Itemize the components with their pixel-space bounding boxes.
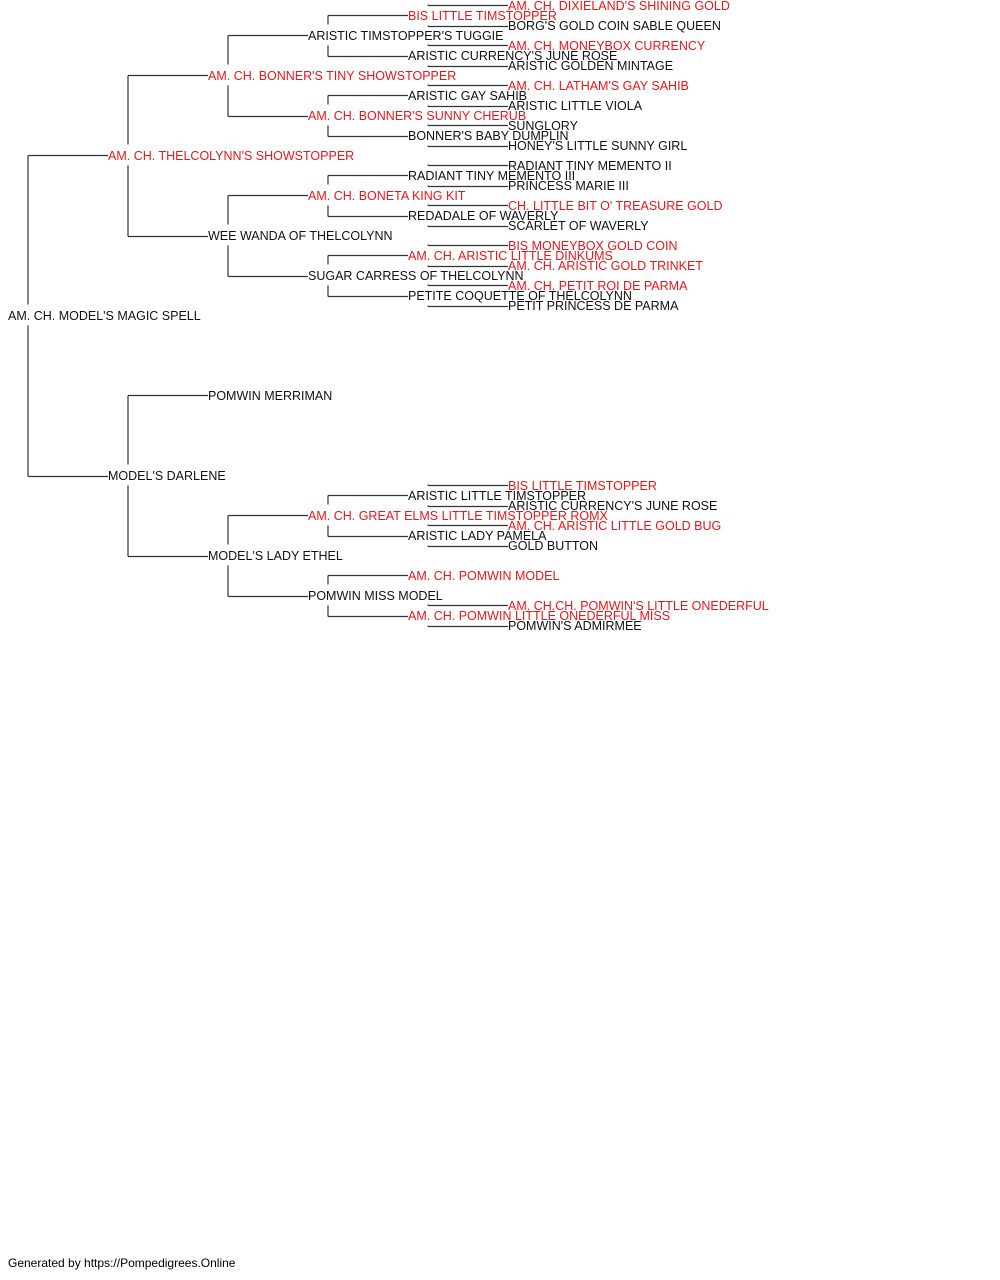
ancestor-sire-sire-sire-sire-dam: BORG'S GOLD COIN SABLE QUEEN	[508, 19, 721, 33]
ancestor-dam-dam-sire-dam: ARISTIC LADY PAMELA	[408, 529, 547, 543]
ancestor-sire-sire-sire-dam-dam: ARISTIC GOLDEN MINTAGE	[508, 59, 673, 73]
ancestor-sire-sire-dam-sire-sire: AM. CH. LATHAM'S GAY SAHIB	[508, 79, 689, 93]
ancestor-sire-sire: AM. CH. BONNER'S TINY SHOWSTOPPER	[208, 69, 456, 83]
ancestor-sire-sire-sire-dam: ARISTIC CURRENCY'S JUNE ROSE	[408, 49, 617, 63]
ancestor-sire-sire-sire-sire-sire: AM. CH. DIXIELAND'S SHINING GOLD	[508, 0, 730, 13]
ancestor-dam-dam: MODEL'S LADY ETHEL	[208, 549, 343, 563]
ancestor-sire-dam-sire: AM. CH. BONETA KING KIT	[308, 189, 466, 203]
ancestor-dam-sire: POMWIN MERRIMAN	[208, 389, 332, 403]
ancestor-sire-dam-dam-sire-dam: AM. CH. ARISTIC GOLD TRINKET	[508, 259, 703, 273]
ancestor-sire-sire-dam-sire: ARISTIC GAY SAHIB	[408, 89, 527, 103]
ancestor-sire-dam-sire-sire-sire: RADIANT TINY MEMENTO II	[508, 159, 672, 173]
ancestor-sire-sire-dam-dam-sire: SUNGLORY	[508, 119, 579, 133]
ancestor-sire-dam-dam-sire-sire: BIS MONEYBOX GOLD COIN	[508, 239, 677, 253]
ancestor-dam: MODEL'S DARLENE	[108, 469, 226, 483]
subject-dog: AM. CH. MODEL'S MAGIC SPELL	[8, 309, 201, 323]
ancestor-sire: AM. CH. THELCOLYNN'S SHOWSTOPPER	[108, 149, 354, 163]
ancestor-dam-dam-dam-sire: AM. CH. POMWIN MODEL	[408, 569, 559, 583]
ancestor-dam-dam-dam-dam-sire: AM. CH.CH. POMWIN'S LITTLE ONEDERFUL	[508, 599, 769, 613]
ancestor-dam-dam-sire: AM. CH. GREAT ELMS LITTLE TIMSTOPPER ROM…	[308, 509, 608, 523]
ancestor-dam-dam-dam-dam-dam: POMWIN'S ADMIRMEE	[508, 619, 642, 633]
ancestor-sire-dam-sire-dam: REDADALE OF WAVERLY	[408, 209, 559, 223]
ancestor-dam-dam-sire-sire-sire: BIS LITTLE TIMSTOPPER	[508, 479, 657, 493]
ancestor-sire-sire-sire-dam-sire: AM. CH. MONEYBOX CURRENCY	[508, 39, 706, 53]
ancestor-sire-sire-dam-sire-dam: ARISTIC LITTLE VIOLA	[508, 99, 643, 113]
ancestor-sire-dam-sire-sire-dam: PRINCESS MARIE III	[508, 179, 629, 193]
ancestor-dam-dam-sire-sire: ARISTIC LITTLE TIMSTOPPER	[408, 489, 586, 503]
ancestor-sire-dam-dam-sire: AM. CH. ARISTIC LITTLE DINKUMS	[408, 249, 613, 263]
footer-credit: Generated by https://Pompedigrees.Online	[8, 1256, 236, 1270]
ancestor-dam-dam-dam: POMWIN MISS MODEL	[308, 589, 443, 603]
ancestor-sire-dam-dam-dam-dam: PETIT PRINCESS DE PARMA	[508, 299, 679, 313]
ancestor-sire-sire-sire-sire: BIS LITTLE TIMSTOPPER	[408, 9, 557, 23]
ancestor-sire-dam-dam-dam: PETITE COQUETTE OF THELCOLYNN	[408, 289, 632, 303]
ancestor-sire-dam-dam: SUGAR CARRESS OF THELCOLYNN	[308, 269, 524, 283]
ancestor-sire-dam-sire-sire: RADIANT TINY MEMENTO III	[408, 169, 575, 183]
ancestor-sire-dam-sire-dam-dam: SCARLET OF WAVERLY	[508, 219, 649, 233]
ancestor-dam-dam-sire-sire-dam: ARISTIC CURRENCY'S JUNE ROSE	[508, 499, 717, 513]
ancestor-dam-dam-sire-dam-sire: AM. CH. ARISTIC LITTLE GOLD BUG	[508, 519, 721, 533]
ancestor-sire-sire-sire: ARISTIC TIMSTOPPER'S TUGGIE	[308, 29, 503, 43]
ancestor-dam-dam-sire-dam-dam: GOLD BUTTON	[508, 539, 598, 553]
ancestor-sire-dam: WEE WANDA OF THELCOLYNN	[208, 229, 393, 243]
ancestor-sire-dam-sire-dam-sire: CH. LITTLE BIT O' TREASURE GOLD	[508, 199, 722, 213]
ancestor-dam-dam-dam-dam: AM. CH. POMWIN LITTLE ONEDERFUL MISS	[408, 609, 670, 623]
ancestor-sire-sire-dam-dam-dam: HONEY'S LITTLE SUNNY GIRL	[508, 139, 687, 153]
ancestor-sire-sire-dam-dam: BONNER'S BABY DUMPLIN	[408, 129, 569, 143]
ancestor-sire-dam-dam-dam-sire: AM. CH. PETIT ROI DE PARMA	[508, 279, 688, 293]
ancestor-sire-sire-dam: AM. CH. BONNER'S SUNNY CHERUB	[308, 109, 526, 123]
